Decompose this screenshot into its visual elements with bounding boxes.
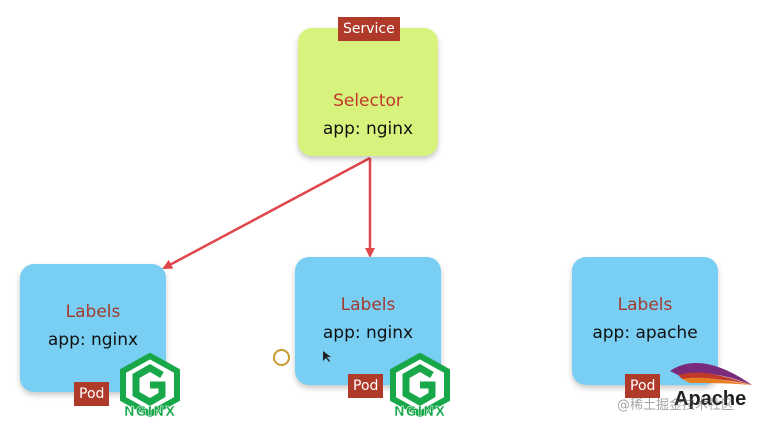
pod-2-tag: Pod xyxy=(348,374,384,398)
nginx-logo: NGINX xyxy=(120,353,180,417)
arrow-to-pod-1 xyxy=(162,156,371,270)
pod-1-tag: Pod xyxy=(74,382,110,406)
pod-1-labels-heading: Labels xyxy=(65,302,121,322)
cursor-ring-icon xyxy=(273,349,290,366)
pod-2-labels-heading: Labels xyxy=(340,295,396,315)
pod-box-1: Labels app: nginx xyxy=(20,264,166,392)
service-selector-value: app: nginx xyxy=(322,119,414,139)
apache-logo-text: Apache xyxy=(674,388,746,410)
mouse-pointer-icon xyxy=(323,351,331,362)
watermark-text: @稀土掘金技术社区 xyxy=(617,398,735,413)
pod-2-label-value: app: nginx xyxy=(322,323,414,343)
nginx-logo: NGINX xyxy=(390,353,450,417)
pod-3-tag: Pod xyxy=(625,374,661,398)
service-box: Selector app: nginx xyxy=(298,28,438,156)
pod-3-label-value: app: apache xyxy=(592,323,698,343)
nginx-logo-text: NGINX xyxy=(124,405,176,417)
apache-feather-logo: Apache xyxy=(670,362,752,410)
nginx-logo-text: NGINX xyxy=(394,405,446,417)
pod-3-labels-heading: Labels xyxy=(617,295,673,315)
service-selector-heading: Selector xyxy=(333,91,403,111)
pod-1-label-value: app: nginx xyxy=(47,330,139,350)
service-tag: Service xyxy=(338,17,400,41)
